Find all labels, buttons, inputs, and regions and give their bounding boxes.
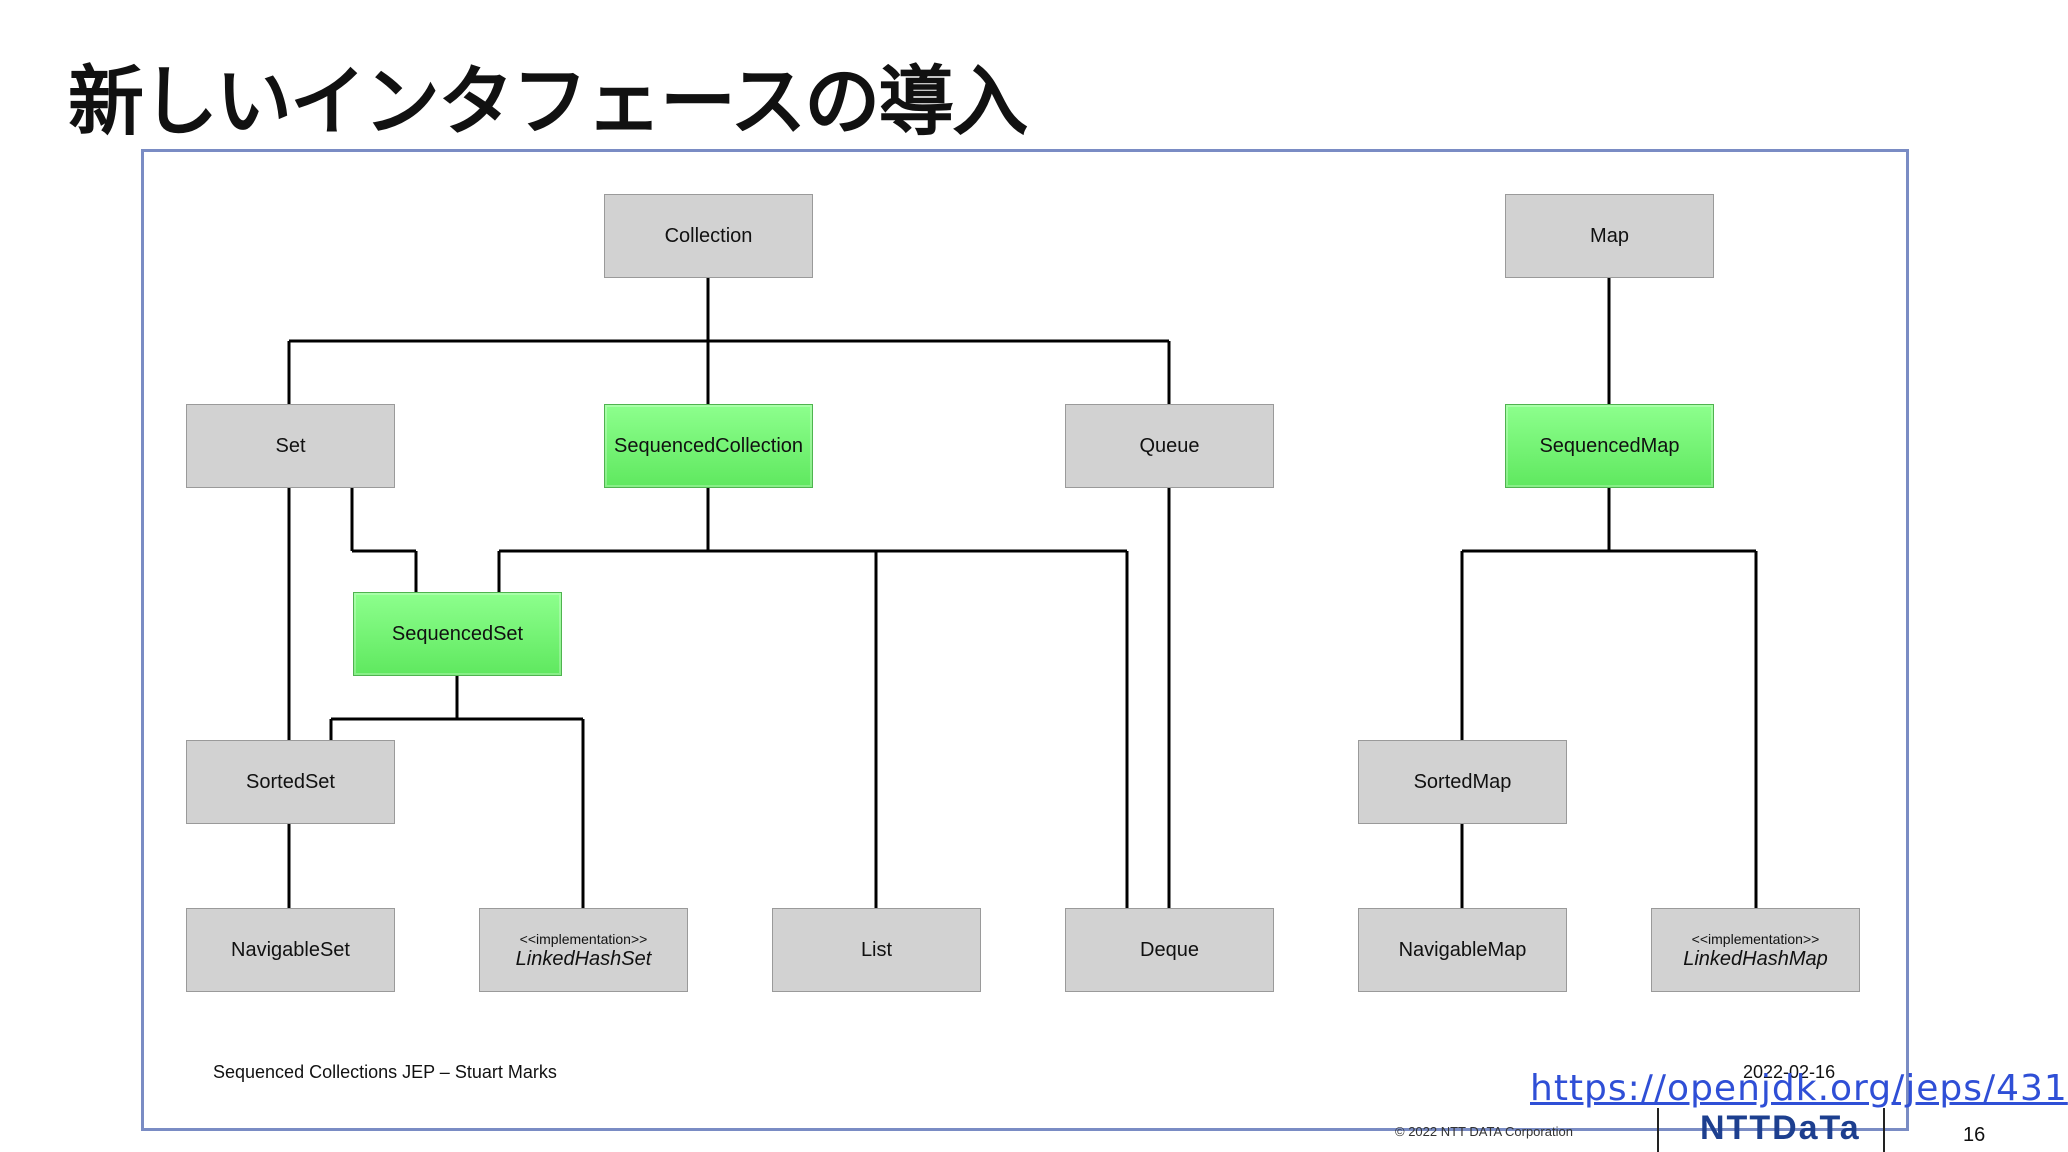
node-label: SortedSet xyxy=(246,770,335,793)
company-logo: NTTDaTa xyxy=(1700,1109,1861,1147)
slide-title: 新しいインタフェースの導入 xyxy=(68,57,1028,146)
node-label: SortedMap xyxy=(1413,770,1512,793)
page-number: 16 xyxy=(1963,1124,1986,1146)
node-label: Deque xyxy=(1140,938,1199,961)
node-sorted-map: SortedMap xyxy=(1358,740,1567,824)
node-sequenced-set: SequencedSet xyxy=(353,592,562,676)
node-sequenced-collection: SequencedCollection xyxy=(604,404,813,488)
node-linked-hash-map: <<implementation>> LinkedHashMap xyxy=(1651,908,1860,992)
node-collection: Collection xyxy=(604,194,813,278)
node-map: Map xyxy=(1505,194,1714,278)
node-label: SequencedCollection xyxy=(613,434,804,457)
node-linked-hash-set: <<implementation>> LinkedHashSet xyxy=(479,908,688,992)
node-label: Collection xyxy=(664,224,753,247)
node-label: Set xyxy=(275,434,306,457)
node-label: NavigableMap xyxy=(1398,938,1527,961)
node-navigable-set: NavigableSet xyxy=(186,908,395,992)
stereotype-label: <<implementation>> xyxy=(1691,931,1820,947)
node-set: Set xyxy=(186,404,395,488)
footer-divider xyxy=(1883,1108,1885,1152)
footer-divider xyxy=(1657,1108,1659,1152)
node-label: Map xyxy=(1590,224,1629,247)
node-label: LinkedHashSet xyxy=(515,948,652,970)
node-label: Queue xyxy=(1139,434,1200,457)
node-label: SequencedMap xyxy=(1539,434,1680,457)
node-label: NavigableSet xyxy=(231,938,350,961)
node-label: LinkedHashMap xyxy=(1683,948,1828,970)
node-queue: Queue xyxy=(1065,404,1274,488)
diagram-frame xyxy=(141,149,1909,1131)
jep-link[interactable]: https://openjdk.org/jeps/431 xyxy=(1530,1068,2068,1109)
node-navigable-map: NavigableMap xyxy=(1358,908,1567,992)
node-label: List xyxy=(860,938,893,961)
diagram-source: Sequenced Collections JEP – Stuart Marks xyxy=(213,1062,557,1082)
node-sequenced-map: SequencedMap xyxy=(1505,404,1714,488)
stereotype-label: <<implementation>> xyxy=(519,931,648,947)
copyright-text: © 2022 NTT DATA Corporation xyxy=(1395,1124,1573,1139)
node-list: List xyxy=(772,908,981,992)
diagram-date: 2022-02-16 xyxy=(1743,1062,1836,1082)
node-label: SequencedSet xyxy=(391,622,524,645)
node-deque: Deque xyxy=(1065,908,1274,992)
node-sorted-set: SortedSet xyxy=(186,740,395,824)
